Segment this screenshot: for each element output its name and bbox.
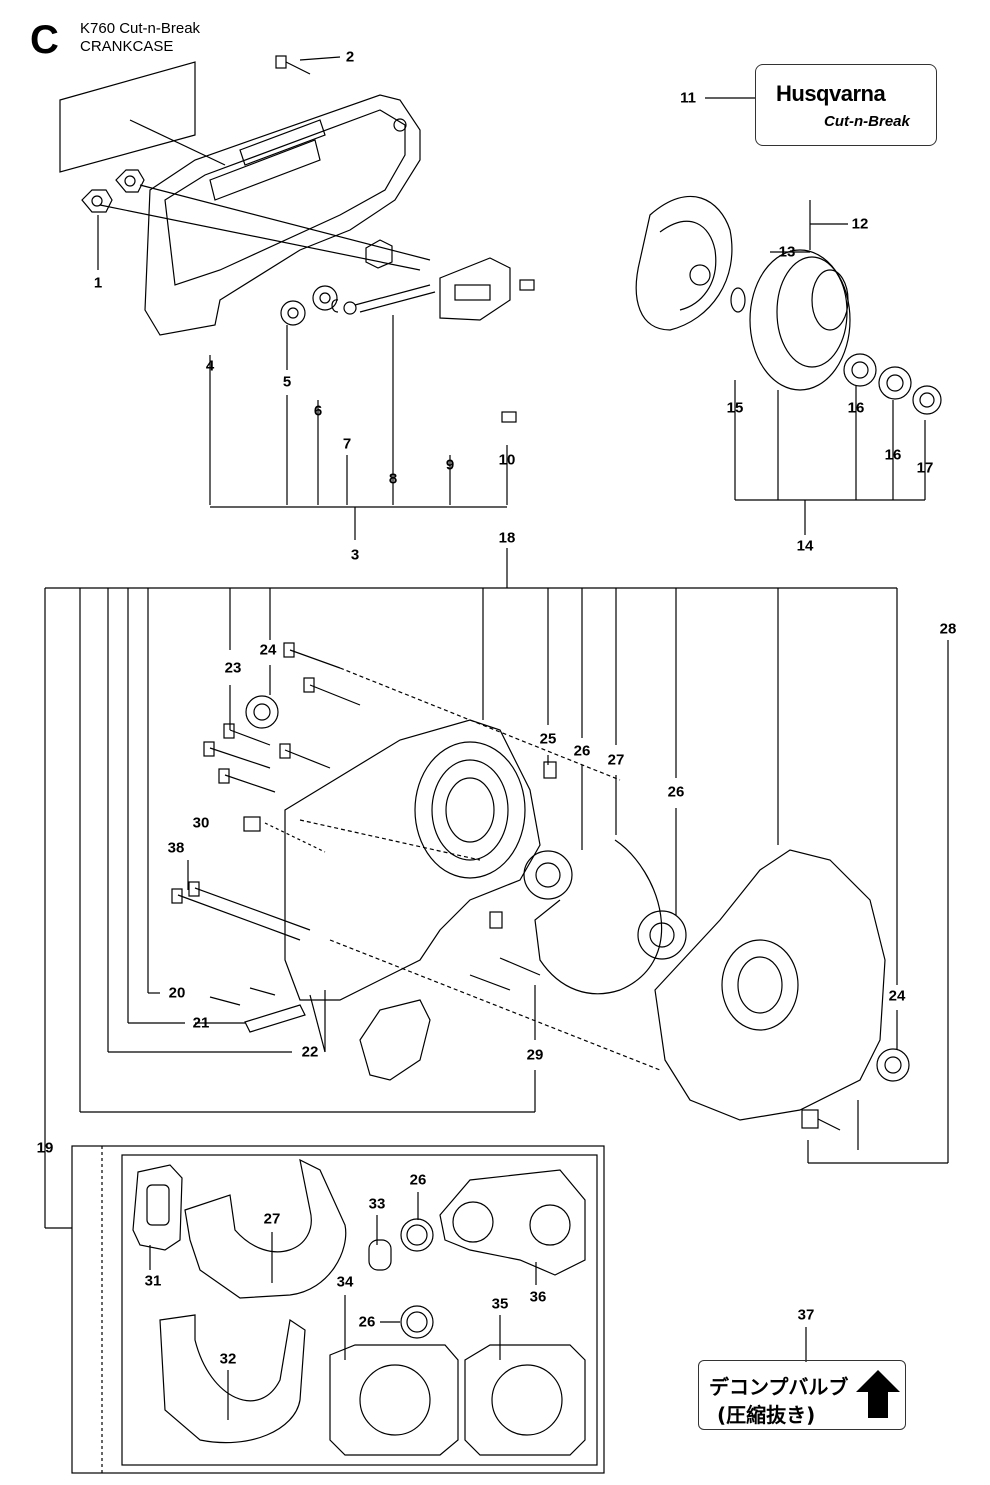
callout-32: 32: [219, 1350, 237, 1368]
callout-26d: 26: [358, 1313, 376, 1331]
nut-2: [115, 169, 145, 193]
callout-12: 12: [851, 215, 869, 233]
callout-16b: 16: [884, 446, 902, 464]
callout-14: 14: [796, 537, 814, 555]
callout-36: 36: [529, 1288, 547, 1306]
callout-27a: 27: [607, 751, 625, 769]
callout-8: 8: [388, 470, 398, 488]
callout-23: 23: [224, 659, 242, 677]
callout-29: 29: [526, 1046, 544, 1064]
decompression-label-line1: デコンプバルブ: [709, 1375, 849, 1399]
callout-17: 17: [916, 459, 934, 477]
crankcase-right: [654, 849, 886, 1121]
callout-24a: 24: [259, 641, 277, 659]
callout-26b: 26: [667, 783, 685, 801]
callout-26a: 26: [573, 742, 591, 760]
product-logo: Cut-n-Break: [824, 113, 910, 130]
clutch-cover: [59, 61, 421, 336]
crankcase-left: [284, 719, 541, 1001]
callout-11: 11: [680, 89, 696, 107]
callout-1: 1: [93, 274, 103, 292]
callout-4: 4: [205, 357, 215, 375]
callout-21: 21: [192, 1014, 210, 1032]
gasket-kit-box: [71, 1145, 605, 1474]
nut-1: [81, 189, 113, 213]
callout-25: 25: [539, 730, 557, 748]
brand-logo-box: Husqvarna Cut-n-Break: [755, 64, 937, 146]
callout-10: 10: [498, 451, 516, 469]
callout-20: 20: [168, 984, 186, 1002]
callout-16a: 16: [847, 399, 865, 417]
callout-19: 19: [36, 1139, 54, 1157]
section-name: CRANKCASE: [80, 38, 174, 55]
callout-13: 13: [778, 243, 796, 261]
callout-7: 7: [342, 435, 352, 453]
callout-38: 38: [167, 839, 185, 857]
callout-33: 33: [368, 1195, 386, 1213]
callout-5: 5: [282, 373, 292, 391]
callout-26c: 26: [409, 1171, 427, 1189]
callout-34: 34: [336, 1273, 354, 1291]
callout-3: 3: [350, 546, 360, 564]
callout-27b: 27: [263, 1210, 281, 1228]
callout-30: 30: [192, 814, 210, 832]
section-letter: C: [30, 18, 59, 62]
callout-9: 9: [445, 456, 455, 474]
brand-logo: Husqvarna: [776, 81, 886, 106]
callout-35: 35: [491, 1295, 509, 1313]
callout-37: 37: [797, 1306, 815, 1324]
model-name: K760 Cut-n-Break: [80, 20, 201, 37]
callout-24b: 24: [888, 987, 906, 1005]
callout-31: 31: [144, 1272, 162, 1290]
callout-15: 15: [726, 399, 744, 417]
clutch: [635, 195, 942, 415]
callout-28: 28: [939, 620, 957, 638]
decompression-label-line2: (圧縮抜き): [717, 1403, 816, 1427]
callout-2: 2: [345, 48, 355, 66]
callout-22: 22: [301, 1043, 319, 1061]
callout-18: 18: [498, 529, 516, 547]
decompression-valve-label: デコンプバルブ (圧縮抜き): [698, 1360, 906, 1430]
callout-6: 6: [313, 402, 323, 420]
